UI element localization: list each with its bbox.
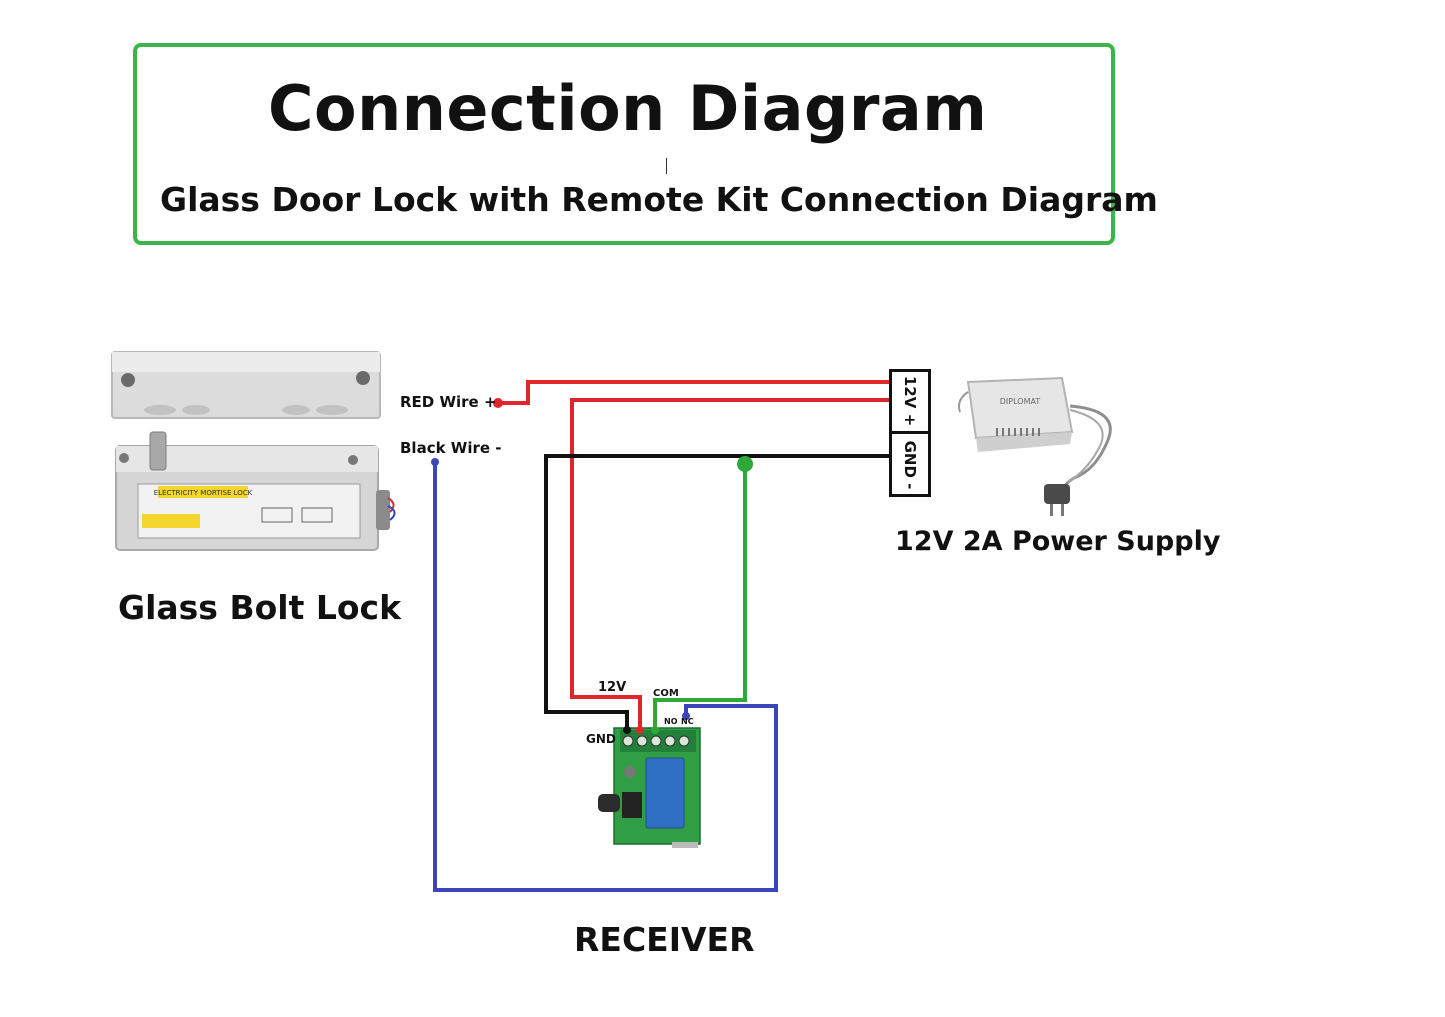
text-cursor — [666, 158, 667, 174]
green-wire-com — [653, 464, 747, 730]
black-wire-gnd — [544, 454, 889, 730]
title-frame — [133, 43, 1115, 245]
blue-wire-nc — [433, 462, 778, 892]
glass-bolt-lock-image: ELECTRICITY MORTISE LOCK — [111, 351, 396, 551]
power-brand-text: DIPLOMAT — [1000, 397, 1041, 406]
terminal-gnd-minus: GND - — [901, 440, 919, 490]
receiver-nc-label: NC — [681, 717, 694, 726]
receiver-12v-label: 12V — [598, 680, 627, 695]
page-title: Connection Diagram — [268, 72, 988, 145]
terminal-12v-plus: 12V + — [901, 375, 919, 427]
junction-dot — [737, 456, 753, 472]
lock-plate-text: ELECTRICITY MORTISE LOCK — [154, 489, 253, 497]
power-supply-image: DIPLOMAT — [958, 376, 1112, 516]
receiver-label: RECEIVER — [574, 920, 755, 959]
receiver-no-label: NO — [664, 717, 678, 726]
lock-label: Glass Bolt Lock — [118, 588, 402, 627]
red-wire-label: RED Wire + — [400, 393, 497, 411]
black-wire-label: Black Wire - — [400, 439, 502, 457]
receiver-gnd-label: GND — [586, 732, 616, 746]
power-supply-label: 12V 2A Power Supply — [895, 526, 1221, 557]
receiver-board-image — [598, 727, 701, 848]
page-subtitle: Glass Door Lock with Remote Kit Connecti… — [160, 180, 1158, 219]
receiver-com-label: COM — [653, 688, 679, 699]
red-wire-receiver — [570, 398, 889, 730]
terminal-divider — [892, 431, 928, 434]
supply-terminal-block: 12V + GND - — [889, 369, 931, 497]
red-wire-lock — [498, 380, 889, 405]
